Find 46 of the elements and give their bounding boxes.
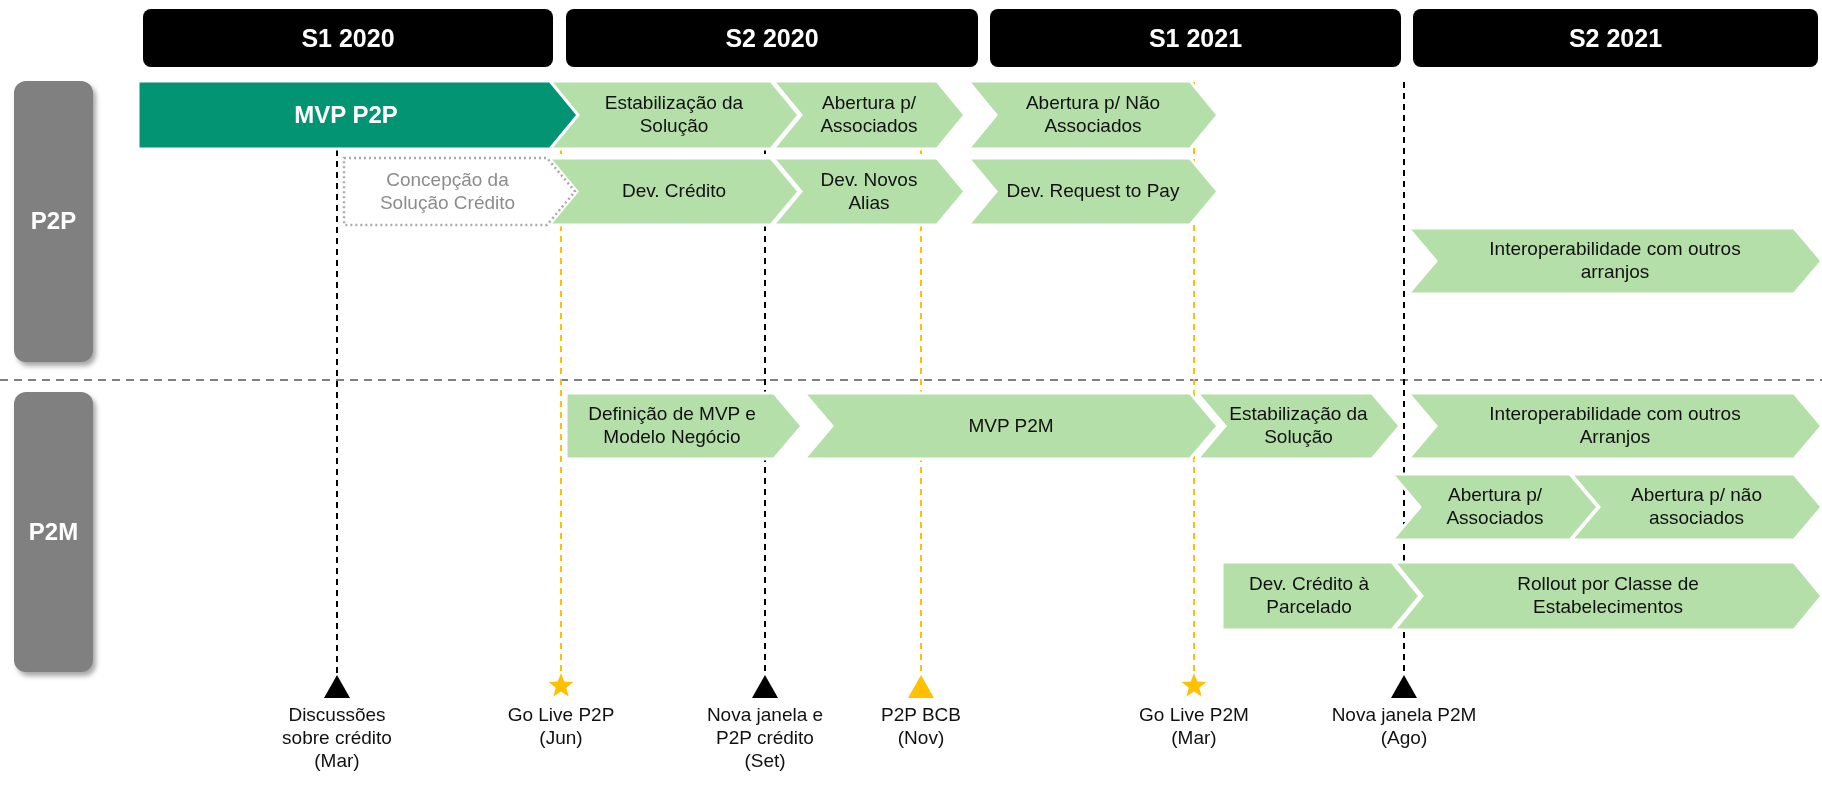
phase-bar bbox=[1571, 474, 1822, 540]
milestone-label: Go Live P2P (Jun) bbox=[506, 704, 616, 750]
phase-bar bbox=[138, 81, 578, 149]
phase-bar bbox=[773, 81, 965, 149]
period-header bbox=[566, 9, 978, 67]
period-label: S2 2021 bbox=[1568, 23, 1663, 53]
phase-bar bbox=[968, 81, 1218, 149]
phase-label: Dev. Crédito à Parcelado bbox=[1248, 573, 1370, 619]
period-label: S1 2020 bbox=[301, 23, 395, 53]
phase-label: Abertura p/ Associados bbox=[1445, 484, 1545, 530]
phase-label: Interoperabilidade com outros arranjos bbox=[1488, 238, 1742, 284]
phase-bar bbox=[773, 158, 965, 225]
phase-label: Abertura p/ não associados bbox=[1630, 484, 1763, 530]
row-header bbox=[14, 392, 93, 672]
phase-label: Concepção da Solução Crédito bbox=[378, 168, 517, 215]
milestone-label: Nova janela P2M (Ago) bbox=[1330, 704, 1478, 750]
period-header bbox=[1413, 9, 1818, 67]
phase-bar bbox=[804, 393, 1218, 459]
phase-label: Definição de MVP e Modelo Negócio bbox=[587, 403, 757, 449]
row-header bbox=[14, 81, 93, 362]
phase-bar bbox=[968, 158, 1218, 225]
row-label: P2M bbox=[28, 517, 79, 547]
period-label: S1 2021 bbox=[1148, 23, 1243, 53]
period-header bbox=[143, 9, 553, 67]
phase-bar bbox=[1394, 562, 1822, 630]
milestone-label: Discussões sobre crédito (Mar) bbox=[281, 704, 393, 773]
phase-label: Estabilização da Solução bbox=[603, 92, 745, 138]
phase-label: Dev. Request to Pay bbox=[1006, 180, 1180, 203]
milestone-label: Nova janela e P2P crédito (Set) bbox=[705, 704, 825, 773]
period-header bbox=[990, 9, 1401, 67]
phase-label: Abertura p/ Não Associados bbox=[1024, 92, 1162, 138]
phase-bar bbox=[1222, 562, 1420, 630]
milestone-label: Go Live P2M (Mar) bbox=[1138, 704, 1250, 750]
phase-label: Rollout por Classe de Estabelecimentos bbox=[1516, 573, 1700, 619]
phase-label: Interoperabilidade com outros Arranjos bbox=[1488, 403, 1742, 449]
phase-bar bbox=[1392, 474, 1598, 540]
phase-bar bbox=[566, 393, 802, 459]
period-label: S2 2020 bbox=[725, 23, 819, 53]
phase-label: Estabilização da Solução bbox=[1228, 403, 1369, 449]
phase-label: MVP P2P bbox=[294, 100, 398, 130]
milestone-label: P2P BCB (Nov) bbox=[880, 704, 962, 750]
planned-phase-bar bbox=[344, 158, 575, 225]
phase-label: Dev. Novos Alias bbox=[819, 168, 919, 215]
phase-label: Abertura p/ Associados bbox=[819, 92, 919, 138]
phase-label: MVP P2M bbox=[968, 414, 1054, 438]
row-label: P2P bbox=[30, 207, 77, 236]
